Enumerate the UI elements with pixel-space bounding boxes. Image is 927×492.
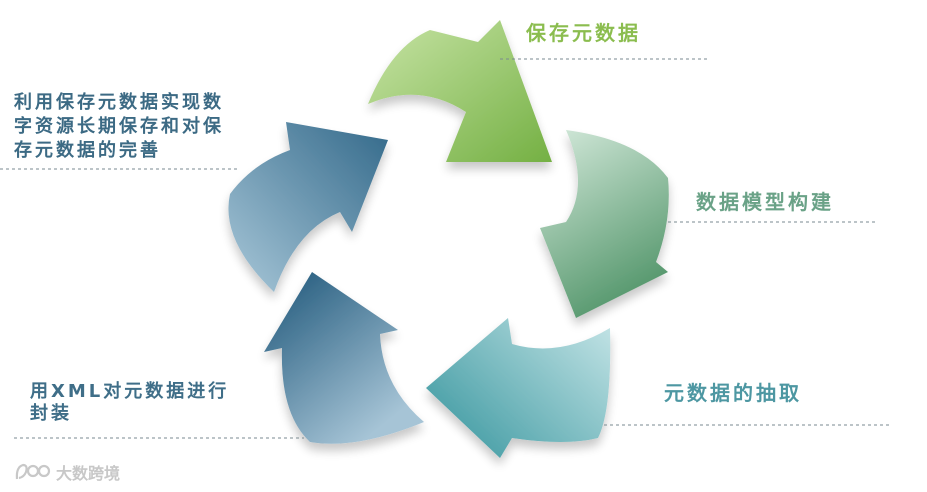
watermark-text: 大数跨境	[56, 464, 121, 483]
arrow-store	[368, 20, 552, 162]
step-label-purpose: 利用保存元数据实现数 字资源长期保存和对保 存元数据的完善	[14, 91, 224, 163]
step-label-extract: 元数据的抽取	[664, 381, 802, 405]
arrow-purpose	[228, 122, 388, 292]
step-label-purpose-line-2: 字资源长期保存和对保	[14, 116, 224, 137]
step-label-store: 保存元数据	[526, 21, 641, 45]
step-label-model: 数据模型构建	[696, 190, 834, 214]
step-label-purpose-line-3: 存元数据的完善	[14, 140, 161, 161]
step-label-package-line-2: 封装	[30, 403, 72, 424]
arrow-model	[540, 130, 669, 318]
brand-logo-icon	[15, 463, 51, 480]
arrow-extract	[426, 318, 611, 458]
step-label-purpose-line-1: 利用保存元数据实现数	[14, 92, 224, 113]
arrow-package	[264, 272, 424, 444]
watermark: 大数跨境	[14, 460, 120, 484]
step-label-package: 用XML对元数据进行 封装	[30, 381, 229, 425]
step-label-package-line-1: 用XML对元数据进行	[30, 381, 230, 402]
